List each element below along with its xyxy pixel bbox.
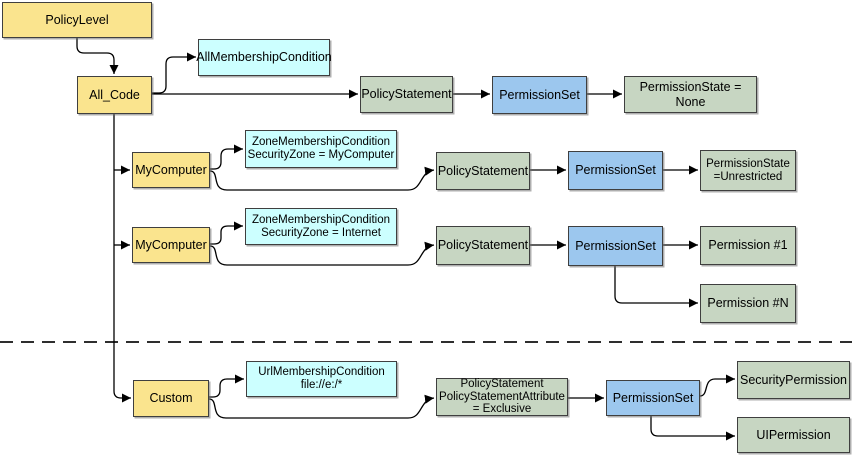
node-permission-1: Permission #1 bbox=[700, 226, 796, 265]
node-policy-statement-my-computer: PolicyStatement bbox=[436, 152, 530, 190]
node-permission-state-unrestricted: PermissionState =Unrestricted bbox=[700, 150, 796, 191]
node-custom: Custom bbox=[133, 380, 209, 417]
edge-custom-policystatementexclusive bbox=[208, 394, 435, 419]
edge-mycomputer2-zonecondition bbox=[210, 221, 243, 245]
edge-mycomputer1-zonecondition bbox=[210, 144, 243, 170]
node-permission-set-my-computer: PermissionSet bbox=[568, 151, 663, 190]
edge-custom-urlmembershipcondition bbox=[209, 374, 244, 398]
node-policy-level: PolicyLevel bbox=[2, 2, 152, 38]
node-permission-state-none: PermissionState = None bbox=[624, 76, 757, 113]
node-permission-set-custom: PermissionSet bbox=[606, 380, 700, 416]
edge-trunk-custom bbox=[113, 114, 131, 403]
edge-policylevel-allcode bbox=[76, 38, 119, 74]
node-url-membership-condition: UrlMembershipCondition file://e:/* bbox=[246, 361, 397, 397]
node-security-permission: SecurityPermission bbox=[737, 361, 850, 399]
edge-mycomputer1-policystatement bbox=[209, 166, 435, 191]
node-policy-statement-exclusive: PolicyStatement PolicyStatementAttribute… bbox=[436, 378, 568, 416]
node-all-membership-condition: AllMembershipCondition bbox=[196, 39, 332, 76]
node-permission-set-internet: PermissionSet bbox=[568, 226, 663, 266]
node-permission-n: Permission #N bbox=[700, 284, 796, 323]
node-all-code: All_Code bbox=[77, 76, 152, 114]
node-permission-set-all-code: PermissionSet bbox=[492, 76, 587, 114]
edge-permissionset-uipermission bbox=[650, 416, 735, 441]
node-policy-statement-internet: PolicyStatement bbox=[436, 226, 530, 265]
node-zone-condition-my-computer: ZoneMembershipCondition SecurityZone = M… bbox=[245, 130, 397, 168]
edge-permissionset-permissionN bbox=[614, 266, 698, 308]
node-policy-statement-all-code: PolicyStatement bbox=[360, 76, 453, 113]
node-my-computer-internet: MyComputer bbox=[132, 227, 210, 263]
node-ui-permission: UIPermission bbox=[737, 417, 850, 453]
edge-permissionset-securitypermission bbox=[699, 374, 735, 397]
node-zone-condition-internet: ZoneMembershipCondition SecurityZone = I… bbox=[245, 208, 397, 245]
node-my-computer-zone: MyComputer bbox=[132, 152, 210, 188]
edge-allcode-allmembershipcondition bbox=[152, 52, 196, 94]
edge-mycomputer2-policystatement bbox=[209, 241, 435, 266]
